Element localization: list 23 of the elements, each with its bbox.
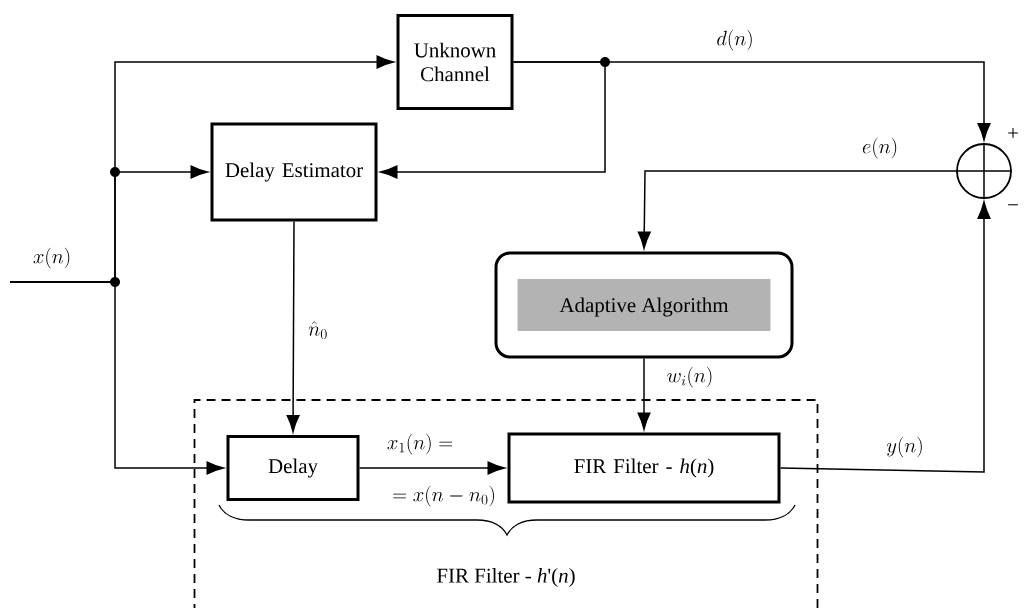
arrow — [358, 461, 505, 475]
summing-junction — [955, 142, 1013, 200]
process-box: Delay Estimator — [210, 122, 378, 222]
arrow — [637, 357, 651, 430]
arrow — [637, 170, 957, 249]
edge-label: $x(n)$ — [31, 246, 73, 270]
arrow — [380, 61, 606, 179]
edge-label: $x_1(n) =$ — [385, 432, 455, 456]
arrow — [779, 201, 991, 473]
arrow — [9, 281, 224, 475]
edge-label: $y(n)$ — [885, 435, 925, 459]
process-box: Unknown Channel — [396, 14, 514, 110]
sign-label: − — [1008, 204, 1018, 206]
edge-label: $\hat{n}_0$ — [307, 320, 329, 340]
signal-label: $= x(n - n_0)$ — [391, 484, 497, 508]
process-box: Delay — [226, 435, 360, 501]
process-box: FIR Filter - h(n) — [507, 432, 781, 504]
edge-label: $w_i(n)$ — [665, 365, 715, 389]
edge-label: $e(n)$ — [860, 136, 900, 160]
edge-label: $d(n)$ — [715, 28, 755, 52]
sign-label: + — [1008, 128, 1018, 138]
arrow — [286, 220, 300, 433]
algorithm-box: Adaptive Algorithm — [494, 251, 794, 359]
